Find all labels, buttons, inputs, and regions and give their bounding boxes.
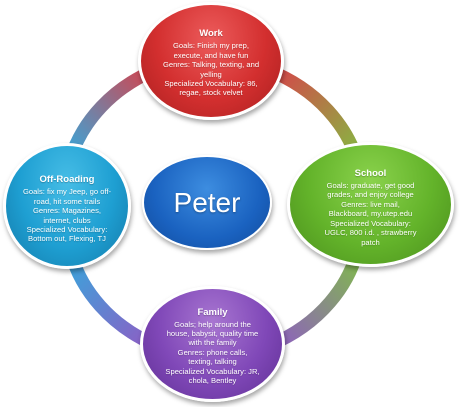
node-family-line: texting, talking	[188, 357, 237, 367]
node-school-title: School	[354, 168, 387, 180]
node-offroading-line: road, hit some trails	[33, 196, 101, 206]
node-offroading-line: Bottom out, Flexing, TJ	[28, 234, 106, 244]
node-work-line: Specialized Vocabulary: 86,	[164, 78, 258, 88]
center-label: Peter	[173, 186, 241, 218]
node-family-line: Specialized Vocabulary: JR,	[165, 366, 260, 376]
node-school: School Goals: graduate, get good grades,…	[287, 142, 454, 267]
node-school-line: Specialized Vocabulary:	[330, 218, 411, 228]
node-offroading-line: Genres: Magazines,	[33, 206, 101, 216]
node-family-line: with the family	[188, 338, 237, 348]
node-offroading: Off-Roading Goals: fix my Jeep, go off- …	[3, 143, 131, 269]
node-offroading-line: internet, clubs	[43, 215, 91, 225]
node-family-title: Family	[197, 306, 228, 318]
node-offroading-title: Off-Roading	[39, 174, 95, 186]
node-work-title: Work	[199, 28, 223, 40]
node-work-line: Genres: Talking, texting, and	[162, 60, 260, 70]
node-family-line: house, babysit, quality time	[166, 328, 259, 338]
node-school-line: Goals: graduate, get good	[326, 181, 415, 191]
node-school-line: grades, and enjoy college	[327, 190, 414, 200]
node-work-line: regae, stock velvet	[179, 88, 243, 98]
node-family-line: Goals; help around the	[174, 319, 251, 329]
node-school-line: Blackboard, my.utep.edu	[328, 209, 413, 219]
node-work-line: yelling	[200, 69, 222, 79]
node-school-line: patch	[361, 237, 380, 247]
node-center: Peter	[142, 155, 272, 250]
node-work-line: Goals: Finish my prep,	[173, 41, 249, 51]
node-school-line: UGLC, 800 i.d. , strawberry	[324, 228, 417, 238]
node-offroading-line: Specialized Vocabulary:	[26, 224, 108, 234]
node-family-line: chola, Bentley	[188, 376, 237, 386]
node-family: Family Goals; help around the house, bab…	[140, 286, 285, 402]
node-work-line: execute, and have fun	[173, 50, 249, 60]
node-offroading-line: Goals: fix my Jeep, go off-	[22, 187, 112, 197]
node-family-line: Genres: phone calls,	[177, 347, 248, 357]
node-work: Work Goals: Finish my prep, execute, and…	[138, 2, 284, 120]
node-school-line: Genres: live mail,	[341, 199, 400, 209]
